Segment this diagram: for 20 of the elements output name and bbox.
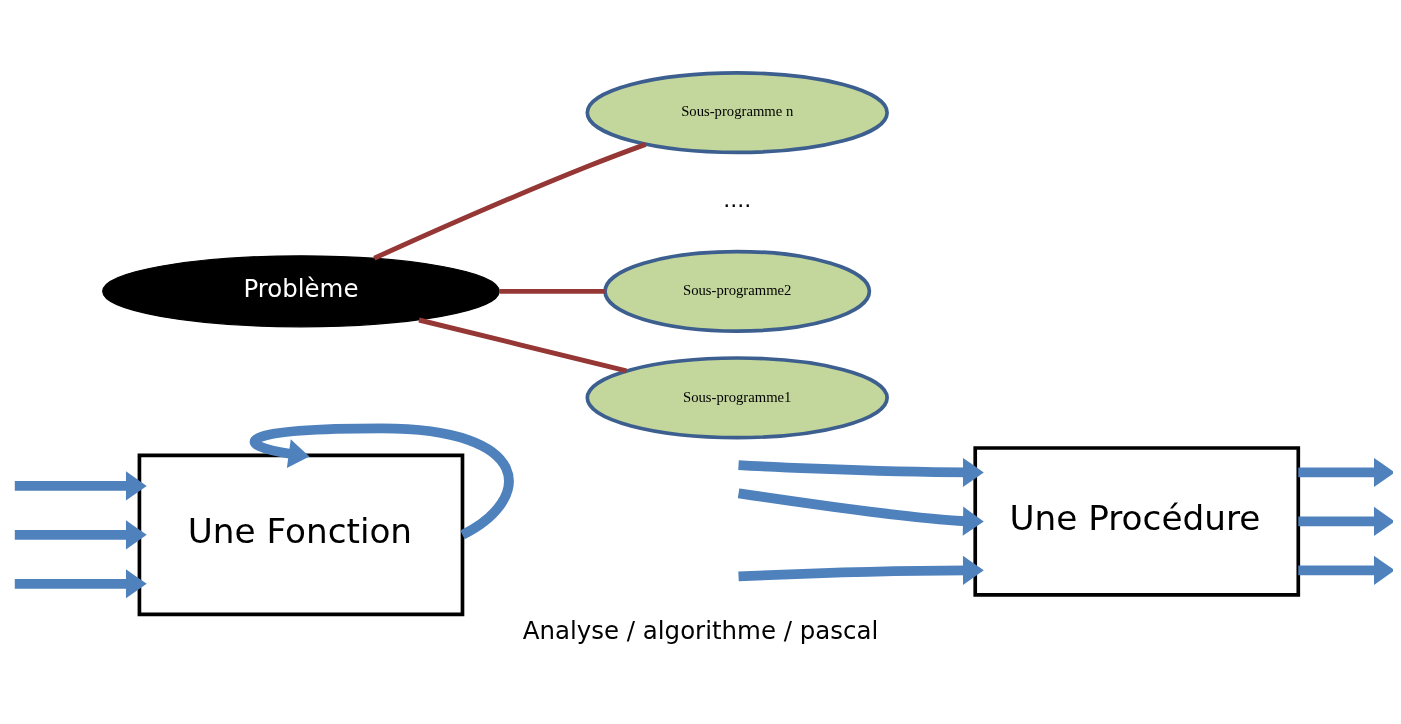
node-ellipse: Sous-programme1: [585, 356, 889, 440]
node-ellipse: Sous-programme2: [603, 249, 872, 333]
connector: [418, 317, 627, 374]
arrow: [14, 520, 147, 550]
arrow: [14, 471, 147, 501]
node-box: Une Fonction: [137, 453, 465, 617]
arrow: [1298, 555, 1393, 585]
node-ellipse: Sous-programme n: [585, 71, 889, 155]
connector: [499, 288, 605, 294]
connector: [373, 142, 647, 261]
arrow: [738, 555, 984, 585]
arrow: [1298, 457, 1393, 487]
node-box: Une Procédure: [973, 446, 1301, 597]
node-ellipse: Problème: [102, 255, 500, 328]
arrow: [737, 488, 984, 536]
arrow: [1298, 506, 1393, 536]
arrow: [14, 569, 147, 599]
caption: Analyse / algorithme / pascal: [522, 615, 879, 645]
label: ....: [723, 187, 752, 213]
arrow: [738, 457, 984, 487]
